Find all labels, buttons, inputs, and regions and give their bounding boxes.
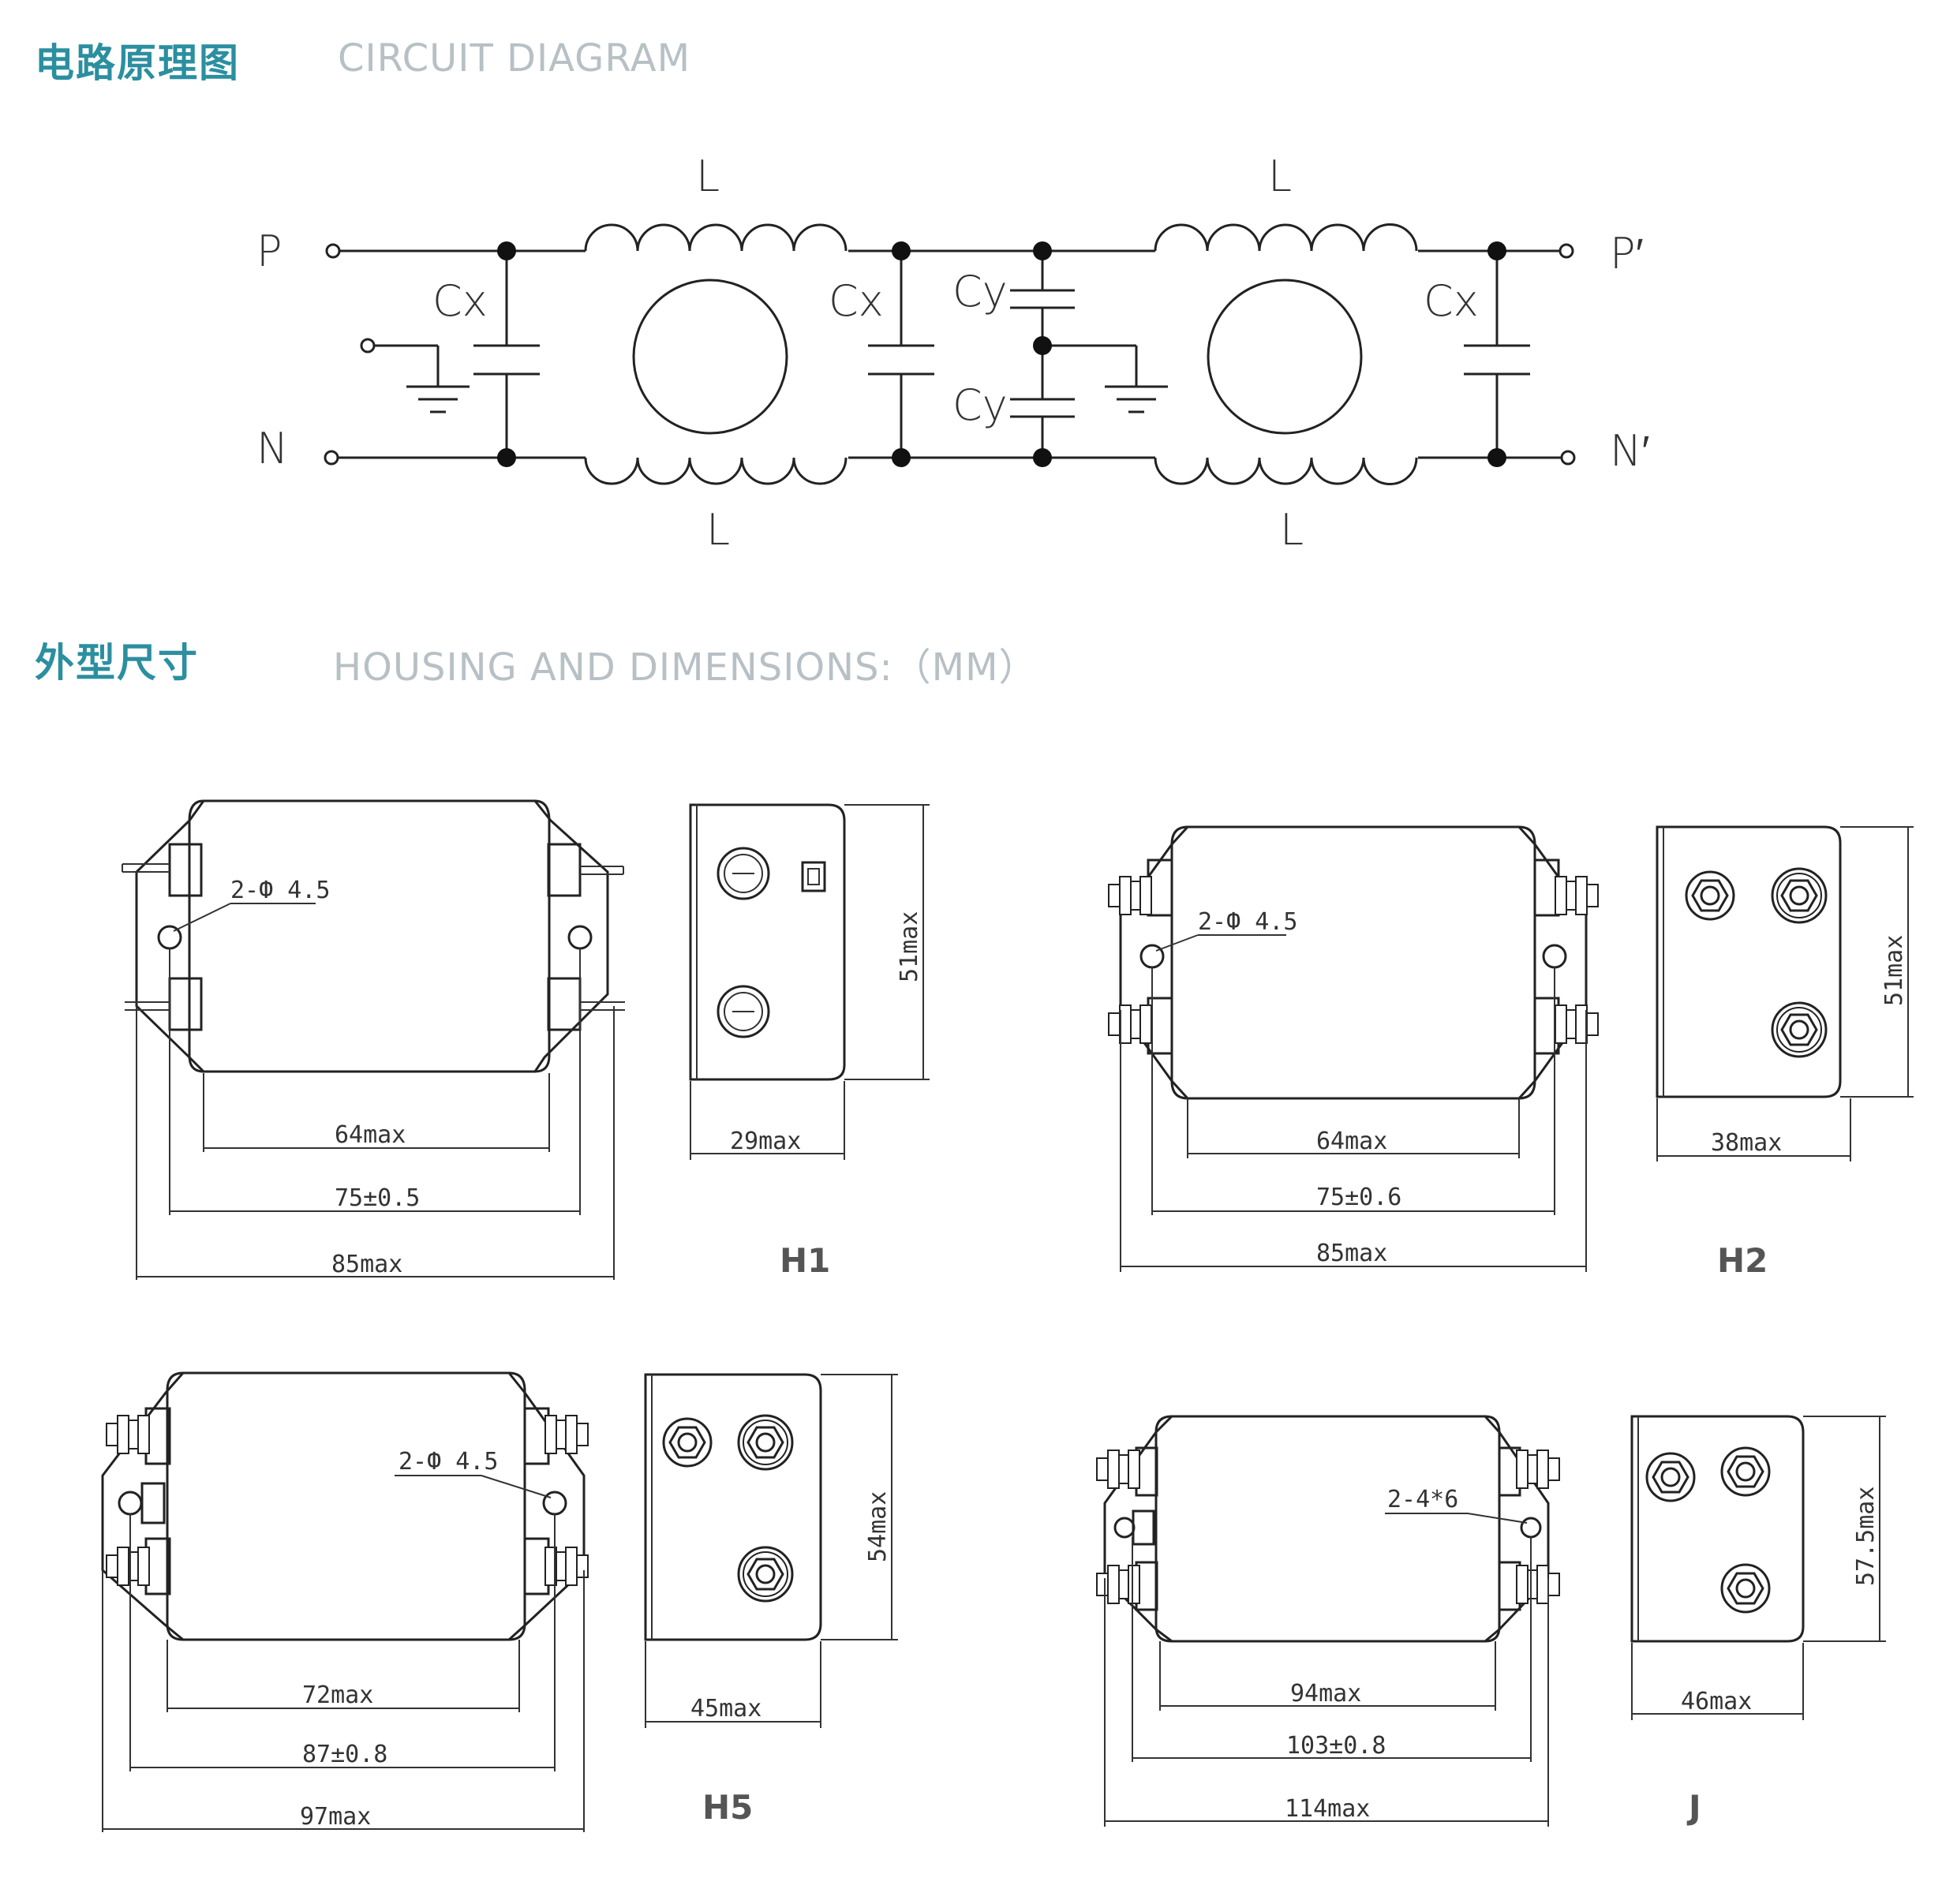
j-side-height: 57.5max <box>1852 1487 1880 1586</box>
circuit-diagram: P N P′ N′ <box>256 151 1650 555</box>
inductors <box>584 223 1418 485</box>
label-l-bottom-1: L <box>706 505 730 555</box>
h2-width-2: 75±0.6 <box>1316 1184 1401 1211</box>
h1-side-view <box>689 803 846 1081</box>
circuit-title-en: CIRCUIT DIAGRAM <box>338 36 690 80</box>
j-hole-label: 2-4*6 <box>1387 1486 1458 1513</box>
model-j: 2-4*6 94max 103±0.8 114max 46max 57.5max… <box>1096 1415 1886 1827</box>
j-side-width: 46max <box>1681 1688 1752 1715</box>
h2-model-label: H2 <box>1717 1241 1768 1280</box>
label-cy-1: Cy <box>952 267 1008 316</box>
terminal-earth-in <box>360 338 376 353</box>
label-cx-2: Cx <box>829 276 884 326</box>
h5-hole-label: 2-Ф 4.5 <box>399 1448 498 1476</box>
h1-front-dims <box>136 948 615 1280</box>
h5-body-outline <box>101 1371 586 1641</box>
h1-width-3: 85max <box>331 1251 402 1278</box>
h2-width-1: 64max <box>1316 1128 1387 1155</box>
h2-body-outline <box>1119 825 1588 1100</box>
h2-side-view <box>1656 825 1842 1098</box>
h5-width-1: 72max <box>302 1681 373 1709</box>
label-l-top-1: L <box>696 151 720 201</box>
h5-width-2: 87±0.8 <box>302 1741 387 1768</box>
label-l-bottom-2: L <box>1280 505 1304 555</box>
h2-hole-label: 2-Ф 4.5 <box>1198 908 1297 936</box>
label-cx-3: Cx <box>1424 276 1479 326</box>
h5-side-height: 54max <box>864 1491 892 1562</box>
housing-title-cn: 外型尺寸 <box>35 640 199 686</box>
circuit-wires <box>338 249 1562 459</box>
model-h2: 2-Ф 4.5 64max 75±0.6 85max 38max 51max H… <box>1108 825 1914 1280</box>
model-h5: 2-Ф 4.5 72max 87±0.8 97max 45max 54max H… <box>101 1371 898 1832</box>
j-model-label: J <box>1686 1788 1701 1827</box>
h2-width-3: 85max <box>1316 1240 1387 1267</box>
h5-side-width: 45max <box>690 1695 761 1723</box>
model-h1: 2-Ф 4.5 64max 75±0.5 85max 29max 51max H… <box>122 799 930 1280</box>
terminal-n-out <box>1560 450 1576 466</box>
label-n-out: N′ <box>1610 426 1650 476</box>
label-p-in: P <box>256 226 283 276</box>
h1-body-outline <box>135 799 609 1073</box>
h1-hole-label: 2-Ф 4.5 <box>230 877 330 904</box>
h1-side-width: 29max <box>730 1128 801 1155</box>
h5-side-view <box>644 1373 822 1641</box>
h5-width-3: 97max <box>300 1803 371 1831</box>
j-body-outline <box>1103 1415 1550 1643</box>
j-width-1: 94max <box>1290 1680 1361 1708</box>
label-cx-1: Cx <box>432 276 488 326</box>
j-case <box>1154 1415 1501 1643</box>
housing-title-en: HOUSING AND DIMENSIONS:（MM） <box>333 645 1038 690</box>
junction-dots <box>497 241 1506 467</box>
terminal-n-in <box>324 450 339 466</box>
h2-side-width: 38max <box>1711 1129 1782 1157</box>
label-p-out: P′ <box>1610 229 1644 279</box>
label-n-in: N <box>256 424 288 473</box>
h1-width-1: 64max <box>335 1121 406 1149</box>
j-side-view <box>1630 1415 1805 1643</box>
h1-width-2: 75±0.5 <box>335 1184 420 1212</box>
h1-side-height: 51max <box>896 911 923 982</box>
terminal-p-out <box>1558 243 1574 259</box>
h1-case <box>188 799 551 1073</box>
circuit-title-cn: 电路原理图 <box>35 40 240 86</box>
j-width-3: 114max <box>1285 1795 1370 1823</box>
h5-case <box>166 1371 526 1641</box>
h1-model-label: H1 <box>780 1241 830 1280</box>
h5-model-label: H5 <box>702 1788 753 1827</box>
j-width-2: 103±0.8 <box>1286 1732 1386 1760</box>
label-l-top-2: L <box>1268 151 1292 201</box>
terminal-p-in <box>325 243 341 259</box>
h2-case <box>1170 825 1536 1100</box>
label-cy-2: Cy <box>952 380 1008 430</box>
h2-side-height: 51max <box>1880 935 1908 1006</box>
